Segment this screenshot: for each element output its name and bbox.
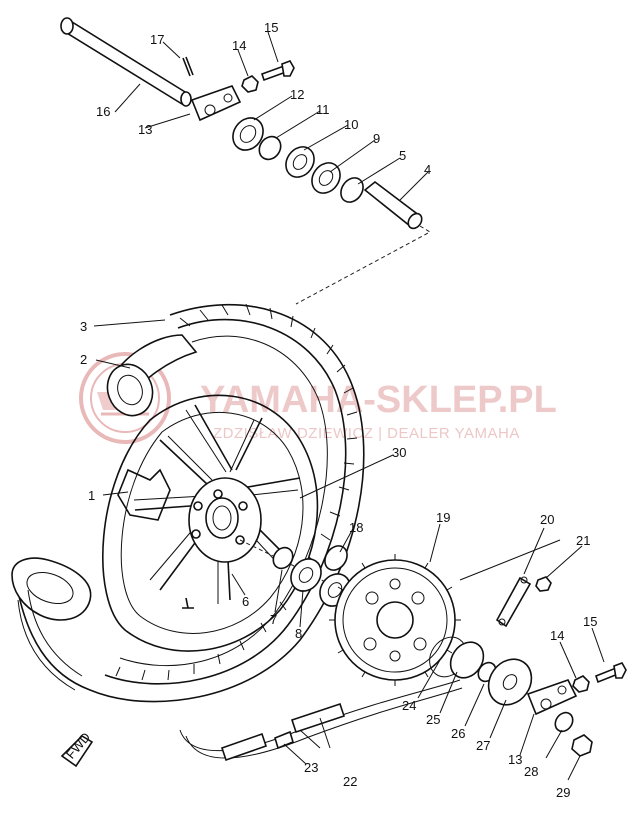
callout-13: 13 [138, 122, 152, 137]
callout-7: 7 [270, 612, 277, 627]
part-bearing-10 [285, 146, 315, 178]
callout-16: 16 [96, 104, 110, 119]
callout-15: 15 [264, 20, 278, 35]
callout-2: 2 [80, 352, 87, 367]
callout-3: 3 [80, 319, 87, 334]
callout-11: 11 [316, 102, 330, 117]
callout-19: 19 [436, 510, 450, 525]
watermark-sub-text: ZDZISŁAW DZIEWICZ | DEALER YAMAHA [213, 425, 520, 442]
callout-21: 21 [576, 533, 590, 548]
part-cotter-pin [182, 56, 194, 77]
callout-9: 9 [373, 131, 380, 146]
callout-24: 24 [402, 698, 416, 713]
callout-28: 28 [524, 764, 538, 779]
callout-5: 5 [399, 148, 406, 163]
part-chain-puller-bottom [526, 679, 578, 716]
part-oil-seal-5 [340, 177, 364, 203]
callout-10: 10 [344, 117, 358, 132]
callout-29: 29 [556, 785, 570, 800]
part-axle-nut-29 [571, 734, 593, 757]
watermark-main-text: YAMAHA-SKLEP.PL [200, 379, 557, 421]
part-oil-seal [232, 117, 264, 151]
callout-27: 27 [476, 738, 490, 753]
part-master-link [274, 730, 294, 750]
callout-20: 20 [540, 512, 554, 527]
part-bearing-9 [311, 162, 341, 194]
callout-18: 18 [349, 520, 363, 535]
part-spacer-4 [363, 180, 423, 230]
part-bolt-bottom [595, 662, 627, 684]
callout-1: 1 [88, 488, 95, 503]
part-chain-puller-top [190, 85, 242, 122]
callout-26: 26 [451, 726, 465, 741]
callout-14: 14 [232, 38, 246, 53]
callout-30: 30 [392, 445, 406, 460]
callout-13-bottom: 13 [508, 752, 522, 767]
part-nut-21 [535, 576, 552, 592]
part-nut-top [241, 75, 259, 93]
part-collar [258, 135, 282, 161]
part-bolt-top [260, 60, 295, 82]
axle-centerline-top [295, 225, 432, 305]
callout-23: 23 [304, 760, 318, 775]
axle-centerline-hub [239, 539, 411, 626]
leader-lines [93, 31, 605, 781]
callout-labels: 1 2 3 4 5 6 7 8 9 10 11 12 13 14 15 16 1… [80, 20, 597, 800]
part-dust-cover-27 [487, 658, 533, 706]
callout-17: 17 [150, 32, 164, 47]
callout-12: 12 [290, 87, 304, 102]
fwd-arrow-icon: FWD [60, 729, 93, 768]
part-washer-28 [554, 711, 574, 733]
callout-4: 4 [424, 162, 431, 177]
part-sprocket [329, 554, 461, 686]
callout-15-bottom: 15 [583, 614, 597, 629]
callout-6: 6 [242, 594, 249, 609]
callout-8: 8 [295, 626, 302, 641]
callout-22: 22 [343, 774, 357, 789]
part-spacer-7 [272, 546, 294, 570]
part-axle [60, 17, 192, 107]
callout-14-bottom: 14 [550, 628, 564, 643]
part-chain-guard-clip [495, 576, 532, 628]
callout-25: 25 [426, 712, 440, 727]
part-wheel-assembly [11, 303, 365, 703]
part-nut-bottom [572, 675, 590, 693]
part-bearing-8 [290, 558, 322, 592]
